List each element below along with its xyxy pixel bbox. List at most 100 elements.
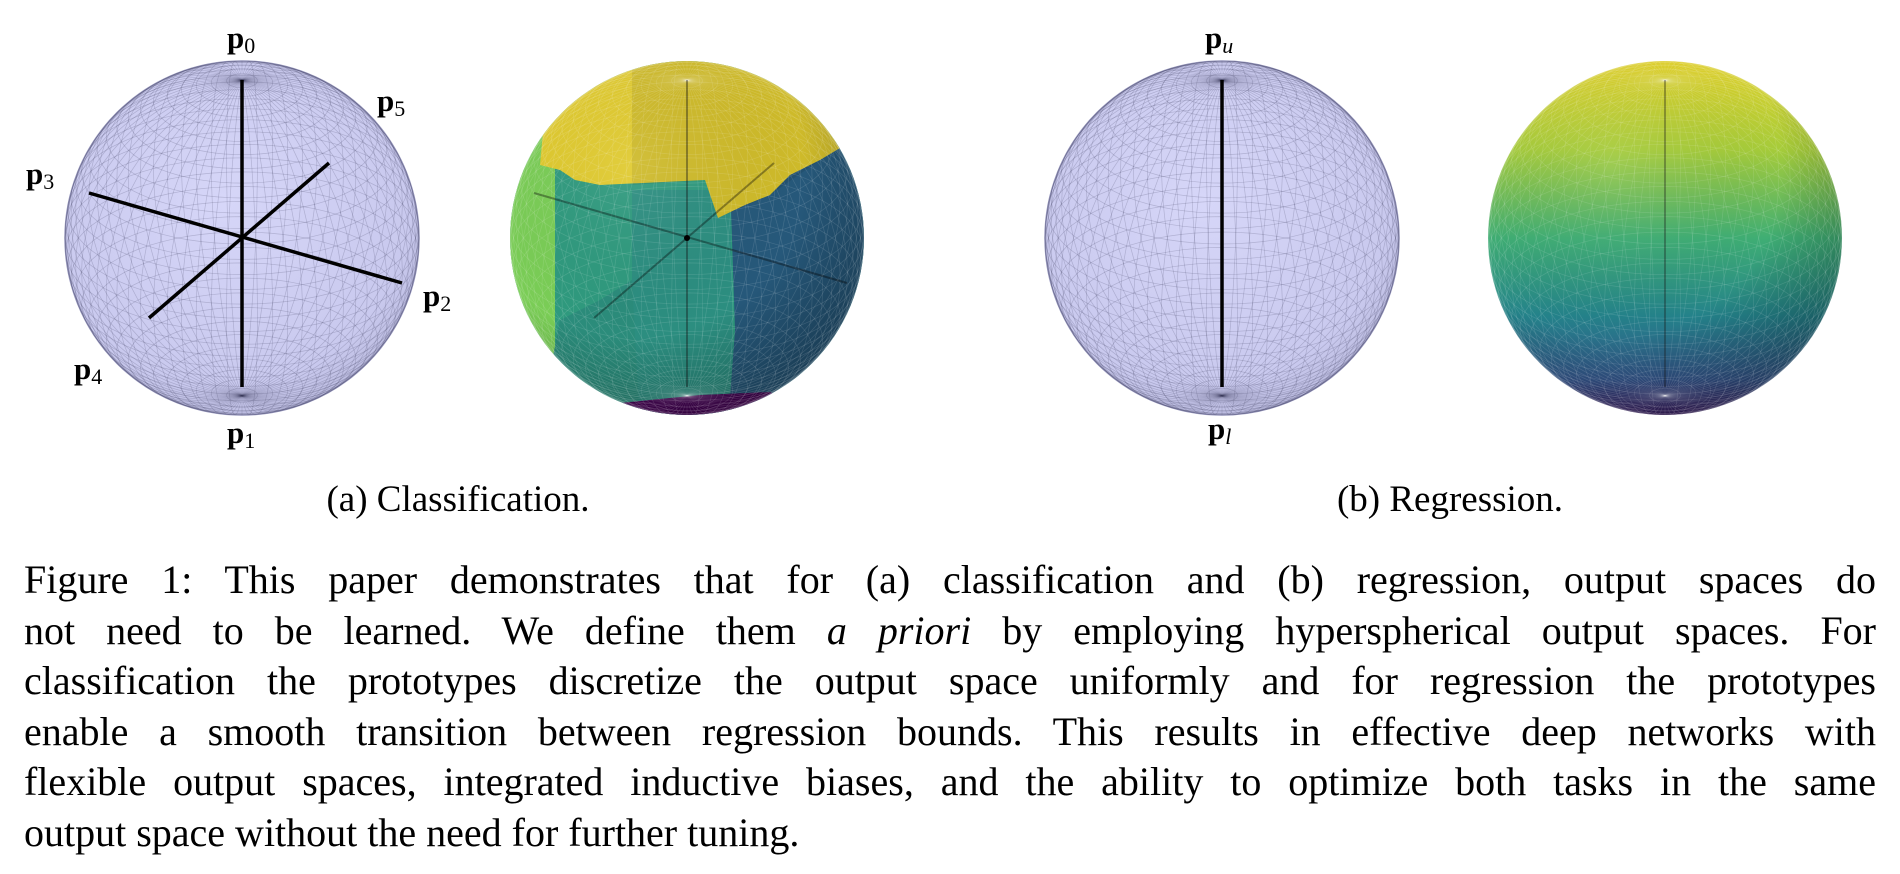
- grid-line: [655, 61, 719, 415]
- caption-line: Figure 1: This paper demonstrates that f…: [24, 557, 1876, 602]
- grid-line: [585, 320, 789, 414]
- grid-line: [1511, 74, 1819, 402]
- grid-line: [1539, 69, 1791, 184]
- grid-line: [1618, 369, 1712, 412]
- grid-line: [1511, 74, 1819, 402]
- grid-line: [106, 74, 378, 199]
- grid-line: [611, 61, 763, 130]
- grid-line: [526, 76, 848, 400]
- grid-line: [1589, 63, 1741, 413]
- grid-line: [510, 79, 864, 397]
- grid-line: [1649, 60, 1681, 416]
- grid-line: [520, 77, 854, 399]
- grid-line: [611, 346, 763, 415]
- grid-line: [1487, 157, 1843, 319]
- grid-line: [1107, 65, 1337, 169]
- grid-line: [626, 62, 748, 414]
- grid-line: [1589, 60, 1741, 130]
- grid-line: [1511, 247, 1819, 387]
- grid-line: [598, 65, 776, 411]
- grid-line: [1649, 73, 1681, 89]
- grid-line: [1633, 379, 1697, 408]
- prototype-axis-p3-p2: [88, 191, 403, 285]
- grid-line: [1539, 69, 1791, 407]
- grid-line: [598, 65, 776, 411]
- grid-line: [1493, 78, 1837, 398]
- grid-line: [561, 69, 813, 407]
- grid-line: [671, 387, 703, 403]
- grid-line: [515, 119, 859, 275]
- grid-line: [1493, 119, 1837, 275]
- grid-line: [512, 79, 862, 397]
- grid-line: [1493, 78, 1837, 398]
- grid-line: [572, 68, 802, 408]
- grid-line: [510, 171, 864, 332]
- grid-line: [1511, 89, 1819, 229]
- caption-line: classification the prototypes discretize…: [24, 658, 1876, 704]
- grid-line: [526, 98, 848, 245]
- grid-line: [1604, 62, 1726, 414]
- grid-line: [533, 89, 841, 229]
- grid-line: [181, 61, 303, 118]
- grid-line: [541, 81, 833, 214]
- grid-line: [520, 77, 854, 399]
- grid-line: [1488, 171, 1842, 332]
- classification-wire-sphere: [64, 60, 420, 416]
- grid-line: [1618, 64, 1712, 107]
- grid-line: [655, 61, 719, 415]
- figure-caption: Figure 1: This paper demonstrates that f…: [24, 555, 1876, 859]
- grid-line: [1487, 79, 1843, 397]
- caption-line: output space without the need for furthe…: [24, 809, 800, 855]
- subcaption-classification: (a) Classification.: [326, 479, 590, 520]
- grid-line: [1563, 66, 1767, 410]
- grid-line: [585, 66, 789, 410]
- grid-line: [210, 68, 274, 97]
- grid-line: [1206, 387, 1238, 403]
- grid-line: [1576, 60, 1754, 142]
- grid-line: [1120, 62, 1324, 156]
- caption-line: enable a smooth transition between regre…: [24, 708, 1876, 754]
- grid-line: [512, 79, 862, 397]
- grid-line: [541, 73, 833, 403]
- grid-line: [1649, 387, 1681, 403]
- grid-line: [1519, 73, 1811, 403]
- grid-line: [611, 63, 763, 413]
- grid-line: [1633, 68, 1697, 97]
- grid-line: [1563, 66, 1767, 410]
- grid-line: [1539, 69, 1791, 407]
- grid-line: [116, 69, 368, 184]
- grid-line: [551, 71, 823, 405]
- label-p4: p4: [74, 351, 103, 389]
- grid-line: [1633, 61, 1697, 415]
- grid-line: [572, 68, 802, 408]
- grid-line: [1550, 68, 1780, 408]
- grid-line: [1550, 68, 1780, 408]
- grid-line: [1604, 358, 1726, 415]
- grid-line: [533, 74, 841, 402]
- caption-line: not need to be learned. We define them a…: [24, 607, 1877, 653]
- grid-line: [1529, 277, 1801, 402]
- grid-line: [226, 73, 258, 89]
- grid-line: [1146, 60, 1298, 130]
- grid-line: [1086, 74, 1358, 199]
- regression-wire-sphere: [1044, 60, 1400, 416]
- grid-line: [1633, 61, 1697, 415]
- grid-line: [1133, 60, 1311, 142]
- label-p5: p5: [377, 83, 406, 121]
- grid-line: [561, 69, 813, 184]
- grid-line: [515, 78, 859, 398]
- label-pu: pu: [1205, 20, 1234, 58]
- grid-line: [1576, 334, 1754, 416]
- grid-line: [520, 216, 854, 368]
- grid-line: [1618, 61, 1712, 415]
- grid-line: [561, 69, 813, 407]
- grid-line: [1519, 73, 1811, 403]
- grid-line: [551, 74, 823, 199]
- grid-line: [1529, 71, 1801, 405]
- grid-line: [1490, 131, 1840, 290]
- grid-line: [1589, 346, 1741, 416]
- grid-line: [515, 78, 859, 398]
- grid-line: [640, 61, 734, 415]
- grid-line: [526, 76, 848, 400]
- grid-line: [1649, 60, 1681, 416]
